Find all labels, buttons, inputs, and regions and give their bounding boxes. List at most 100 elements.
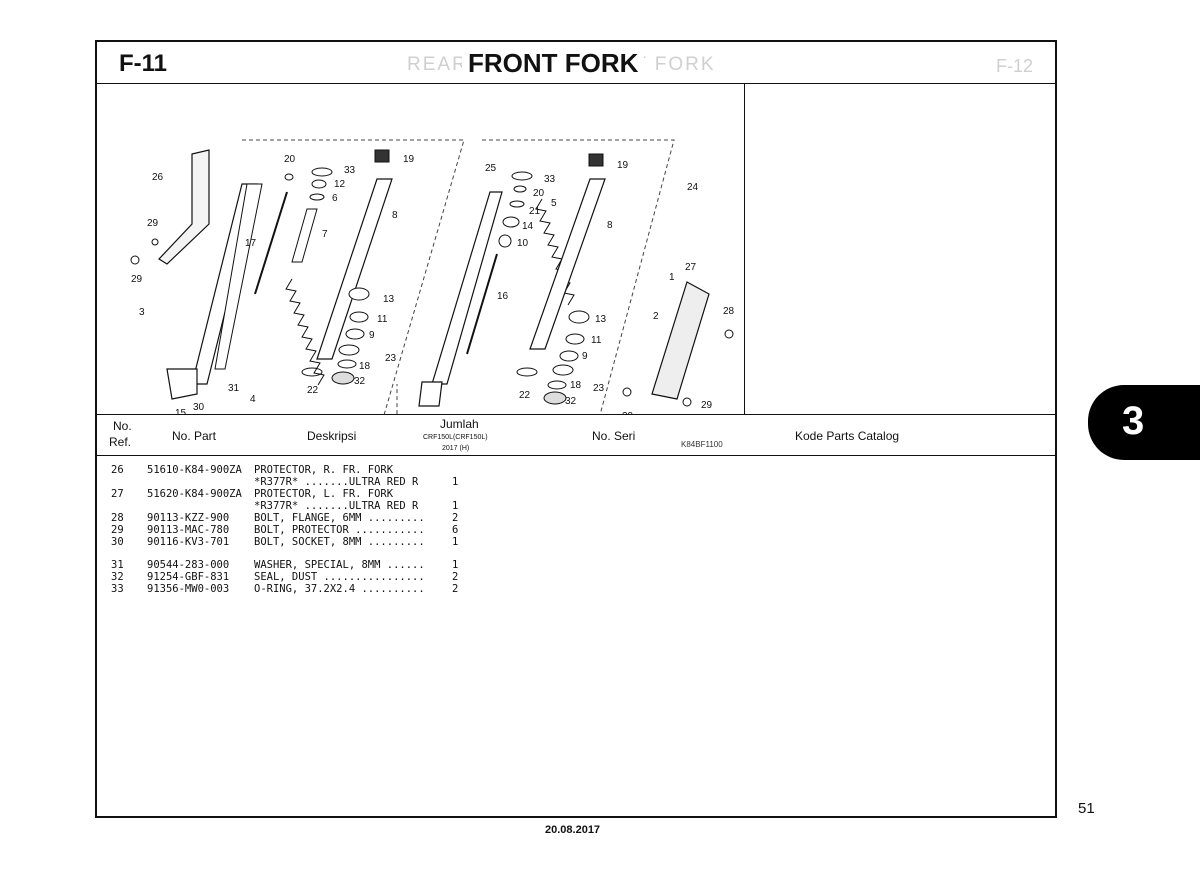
header-bar: F-11 REAR BRAKE · FRONT FORK FRONT FORK … — [97, 42, 1055, 84]
row-ref: 27 — [111, 488, 124, 500]
svg-text:26: 26 — [152, 172, 164, 183]
svg-text:15: 15 — [175, 408, 187, 414]
row-part: 91254-GBF-831 — [147, 571, 230, 583]
row-ref: 29 — [111, 524, 124, 536]
row-part: 90116-KV3-701 — [147, 536, 230, 548]
svg-text:13: 13 — [595, 314, 607, 325]
svg-text:5: 5 — [551, 198, 557, 209]
front-fork-diagram: 26 29 29 3 31 30 15 4 17 20 33 12 6 7 8 … — [130, 139, 735, 414]
svg-text:20: 20 — [533, 188, 545, 199]
page-number: 51 — [1078, 800, 1095, 817]
row-desc: PROTECTOR, L. FR. FORK — [254, 488, 394, 500]
svg-text:20: 20 — [284, 154, 296, 165]
svg-text:24: 24 — [687, 182, 699, 193]
row-part: 51610-K84-900ZA — [147, 464, 242, 476]
row-part: 90113-KZZ-900 — [147, 512, 230, 524]
svg-text:17: 17 — [245, 238, 257, 249]
svg-text:18: 18 — [359, 361, 371, 372]
svg-text:10: 10 — [517, 238, 529, 249]
svg-text:21: 21 — [529, 206, 541, 217]
callout-labels: 26 29 29 3 31 30 15 4 17 20 33 12 6 7 8 … — [131, 154, 735, 414]
table-row: 33 91356-MW0-003 O-RING, 37.2X2.4 ......… — [97, 583, 1055, 595]
row-qty: 1 — [452, 559, 459, 571]
table-row: *R377R* .......ULTRA RED R 1 — [97, 500, 1055, 512]
row-desc: *R377R* .......ULTRA RED R — [254, 500, 419, 512]
svg-text:16: 16 — [497, 291, 509, 302]
row-desc: BOLT, SOCKET, 8MM ......... — [254, 536, 425, 548]
svg-text:29: 29 — [131, 274, 143, 285]
row-desc: *R377R* .......ULTRA RED R — [254, 476, 419, 488]
table-row: 30 90116-KV3-701 BOLT, SOCKET, 8MM .....… — [97, 536, 1055, 548]
table-row: 27 51620-K84-900ZA PROTECTOR, L. FR. FOR… — [97, 488, 1055, 500]
svg-text:4: 4 — [250, 394, 256, 405]
svg-text:30: 30 — [193, 402, 205, 413]
table-row: 32 91254-GBF-831 SEAL, DUST ............… — [97, 571, 1055, 583]
svg-text:11: 11 — [377, 314, 388, 325]
svg-text:1: 1 — [669, 272, 675, 283]
row-qty: 1 — [452, 500, 459, 512]
table-row: 26 51610-K84-900ZA PROTECTOR, R. FR. FOR… — [97, 464, 1055, 476]
header-part-number: No. Part — [172, 429, 217, 443]
bleed-through-code: F-12 — [995, 56, 1033, 76]
row-qty: 2 — [452, 571, 459, 583]
row-desc: WASHER, SPECIAL, 8MM ...... — [254, 559, 425, 571]
svg-text:6: 6 — [332, 193, 338, 204]
section-code: F-11 — [119, 50, 168, 77]
row-desc: PROTECTOR, R. FR. FORK — [254, 464, 394, 476]
row-part: 91356-MW0-003 — [147, 583, 230, 595]
svg-text:32: 32 — [565, 396, 577, 407]
row-ref: 33 — [111, 583, 124, 595]
row-ref: 28 — [111, 512, 124, 524]
svg-text:9: 9 — [369, 330, 375, 341]
chapter-tab[interactable]: 3 — [1088, 385, 1200, 460]
header-quantity: Jumlah — [440, 417, 479, 431]
header-catalog-code: Kode Parts Catalog — [795, 429, 900, 443]
svg-text:29: 29 — [622, 411, 634, 414]
row-qty: 1 — [452, 476, 459, 488]
row-desc: BOLT, FLANGE, 6MM ......... — [254, 512, 425, 524]
print-date: 20.08.2017 — [545, 824, 601, 836]
svg-text:12: 12 — [334, 179, 346, 190]
row-ref: 30 — [111, 536, 124, 548]
row-qty: 6 — [452, 524, 459, 536]
row-qty: 1 — [452, 536, 459, 548]
svg-text:27: 27 — [685, 262, 697, 273]
svg-text:23: 23 — [593, 383, 605, 394]
diagram-code: K84BF1100 — [681, 440, 723, 449]
svg-text:2: 2 — [653, 311, 659, 322]
row-part: 90113-MAC-780 — [147, 524, 230, 536]
row-part: 90544-283-000 — [147, 559, 230, 571]
row-desc: O-RING, 37.2X2.4 .......... — [254, 583, 425, 595]
svg-text:31: 31 — [228, 383, 240, 394]
svg-text:14: 14 — [522, 221, 534, 232]
row-ref: 26 — [111, 464, 124, 476]
svg-text:29: 29 — [701, 400, 713, 411]
svg-text:32: 32 — [354, 376, 366, 387]
header-description: Deskripsi — [307, 429, 357, 443]
protector-r-shape — [158, 149, 210, 265]
svg-text:23: 23 — [385, 353, 397, 364]
row-ref: 32 — [111, 571, 124, 583]
svg-text:22: 22 — [519, 390, 531, 401]
svg-text:28: 28 — [723, 306, 735, 317]
table-row: 29 90113-MAC-780 BOLT, PROTECTOR .......… — [97, 524, 1055, 536]
svg-text:33: 33 — [544, 174, 556, 185]
svg-text:18: 18 — [570, 380, 582, 391]
header-model: CRF150L(CRF150L) — [423, 434, 488, 441]
table-row: 28 90113-KZZ-900 BOLT, FLANGE, 6MM .....… — [97, 512, 1055, 524]
svg-text:3: 3 — [139, 307, 145, 318]
header-ref-line2: Ref. — [109, 435, 132, 449]
catalog-page-frame: F-11 REAR BRAKE · FRONT FORK FRONT FORK … — [95, 40, 1057, 818]
svg-text:25: 25 — [485, 163, 497, 174]
header-ref-line1: No. — [113, 419, 132, 433]
svg-text:11: 11 — [591, 335, 602, 346]
svg-text:29: 29 — [147, 218, 159, 229]
svg-text:19: 19 — [617, 160, 629, 171]
exploded-diagram: 26 29 29 3 31 30 15 4 17 20 33 12 6 7 8 … — [97, 84, 745, 449]
svg-text:8: 8 — [392, 210, 398, 221]
parts-table-header: No. Ref. No. Part Deskripsi Jumlah CRF15… — [97, 414, 1055, 456]
chapter-tab-label: 3 — [1122, 399, 1145, 443]
row-qty: 2 — [452, 512, 459, 524]
svg-text:9: 9 — [582, 351, 588, 362]
table-row: *R377R* .......ULTRA RED R 1 — [97, 476, 1055, 488]
